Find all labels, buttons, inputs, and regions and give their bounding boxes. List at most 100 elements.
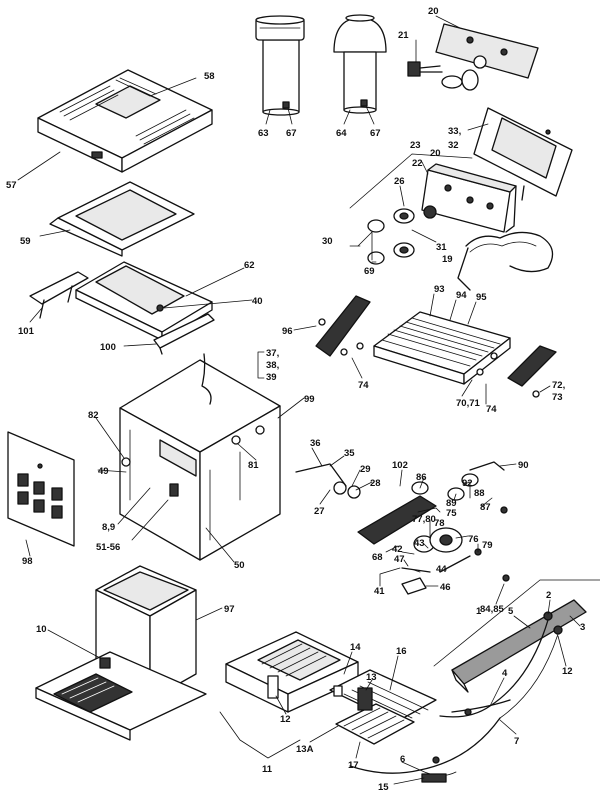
callout-101: 101 bbox=[18, 326, 35, 337]
callout-12-b: 12 bbox=[280, 714, 291, 725]
callout-57: 57 bbox=[6, 180, 17, 191]
callout-20-b: 20 bbox=[430, 148, 441, 159]
callout-2: 2 bbox=[546, 590, 551, 601]
bezel-33 bbox=[473, 107, 573, 201]
callout-21: 21 bbox=[398, 30, 409, 41]
callout-70-71: 70,71 bbox=[456, 398, 480, 409]
callout-74-a: 74 bbox=[358, 380, 369, 391]
controller-box-22 bbox=[367, 163, 554, 291]
callout-31: 31 bbox=[436, 242, 447, 253]
flue-cap-64 bbox=[333, 14, 387, 114]
callout-labels: 58 57 63 67 64 67 20 21 33, 32 23 20 22 … bbox=[6, 6, 585, 793]
callout-7: 7 bbox=[514, 736, 519, 747]
callout-1: 1 bbox=[476, 606, 482, 617]
callout-47: 47 bbox=[394, 554, 405, 565]
manifold-valve-assembly bbox=[295, 461, 510, 595]
callout-76: 76 bbox=[468, 534, 479, 545]
callout-29: 29 bbox=[360, 464, 371, 475]
callout-5: 5 bbox=[508, 606, 514, 617]
callout-81: 81 bbox=[248, 460, 259, 471]
callout-16: 16 bbox=[396, 646, 407, 657]
callout-22: 22 bbox=[412, 158, 423, 169]
callout-99: 99 bbox=[304, 394, 315, 405]
leader-lines bbox=[17, 15, 600, 785]
callout-13a: 13A bbox=[296, 744, 314, 755]
callout-6: 6 bbox=[400, 754, 405, 765]
callout-15: 15 bbox=[378, 782, 389, 793]
callout-51-56: 51-56 bbox=[96, 542, 120, 553]
callout-19: 19 bbox=[442, 254, 453, 265]
callout-90: 90 bbox=[518, 460, 529, 471]
callout-84-85: 84,85 bbox=[480, 604, 504, 615]
callout-11: 11 bbox=[262, 764, 273, 775]
callout-44: 44 bbox=[436, 564, 447, 575]
callout-88: 88 bbox=[474, 488, 485, 499]
callout-43: 43 bbox=[414, 538, 425, 549]
callout-4: 4 bbox=[502, 668, 508, 679]
callout-27: 27 bbox=[314, 506, 325, 517]
callout-86: 86 bbox=[416, 472, 427, 483]
access-door-98 bbox=[7, 431, 75, 547]
shroud-59 bbox=[49, 181, 195, 257]
callout-74-b: 74 bbox=[486, 404, 497, 415]
callout-30: 30 bbox=[322, 236, 333, 247]
callout-40: 40 bbox=[252, 296, 263, 307]
callout-96: 96 bbox=[282, 326, 293, 337]
burner-tray-11 bbox=[225, 631, 437, 745]
bracket-101 bbox=[29, 271, 89, 319]
top-cover-assembly bbox=[37, 69, 213, 173]
callout-87: 87 bbox=[480, 502, 491, 513]
callout-64: 64 bbox=[336, 128, 347, 139]
callout-59: 59 bbox=[20, 236, 31, 247]
callout-100: 100 bbox=[100, 342, 116, 353]
callout-26: 26 bbox=[394, 176, 405, 187]
callout-72: 72, bbox=[552, 380, 565, 391]
callout-17: 17 bbox=[348, 760, 359, 771]
heat-exchanger bbox=[315, 295, 557, 398]
callout-23: 23 bbox=[410, 140, 421, 151]
callout-28: 28 bbox=[370, 478, 381, 489]
callout-67-a: 67 bbox=[286, 128, 297, 139]
callout-39: 39 bbox=[266, 372, 277, 383]
callout-35: 35 bbox=[344, 448, 355, 459]
callout-82: 82 bbox=[88, 410, 99, 421]
cabinet-99 bbox=[119, 353, 281, 561]
callout-10: 10 bbox=[36, 624, 47, 635]
flue-pipe-63 bbox=[255, 15, 305, 116]
callout-49: 49 bbox=[98, 466, 109, 477]
callout-12-a: 12 bbox=[562, 666, 573, 677]
callout-42: 42 bbox=[392, 544, 403, 555]
callout-93: 93 bbox=[434, 284, 445, 295]
callout-20-a: 20 bbox=[428, 6, 439, 17]
bracket-100 bbox=[153, 313, 215, 355]
callout-41: 41 bbox=[374, 586, 385, 597]
callout-13: 13 bbox=[366, 672, 377, 683]
callout-37: 37, bbox=[266, 348, 279, 359]
callout-50: 50 bbox=[234, 560, 245, 571]
callout-73: 73 bbox=[552, 392, 563, 403]
callout-33: 33, bbox=[448, 126, 461, 137]
pilot-assembly-1 bbox=[349, 599, 587, 783]
callout-92: 92 bbox=[462, 478, 473, 489]
callout-8-9: 8,9 bbox=[102, 522, 115, 533]
callout-68: 68 bbox=[372, 552, 383, 563]
callout-97: 97 bbox=[224, 604, 235, 615]
base-box-97 bbox=[35, 565, 207, 741]
callout-62: 62 bbox=[244, 260, 255, 271]
callout-46: 46 bbox=[440, 582, 451, 593]
callout-36: 36 bbox=[310, 438, 321, 449]
callout-32: 32 bbox=[448, 140, 459, 151]
callout-3: 3 bbox=[580, 622, 585, 633]
callout-63: 63 bbox=[258, 128, 269, 139]
callout-79: 79 bbox=[482, 540, 493, 551]
callout-102: 102 bbox=[392, 460, 408, 471]
callout-38: 38, bbox=[266, 360, 279, 371]
callout-89: 89 bbox=[446, 498, 457, 509]
callout-69: 69 bbox=[364, 266, 375, 277]
callout-58: 58 bbox=[204, 71, 215, 82]
callout-98: 98 bbox=[22, 556, 33, 567]
callout-94: 94 bbox=[456, 290, 467, 301]
callout-14: 14 bbox=[350, 642, 361, 653]
